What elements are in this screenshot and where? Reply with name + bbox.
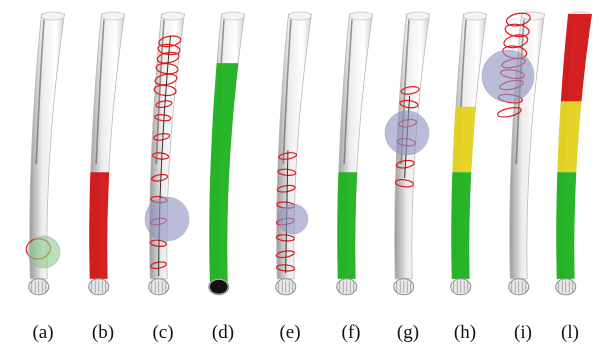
caption-g: (g) (388, 322, 428, 344)
region-yellow (452, 107, 476, 173)
caption-h: (h) (445, 322, 485, 344)
probe-sphere (482, 50, 534, 102)
panel-l (556, 12, 592, 295)
caption-b: (b) (83, 322, 123, 344)
caption-d: (d) (203, 322, 243, 344)
panel-b (89, 12, 125, 295)
region-green (451, 172, 471, 278)
bone-top (350, 12, 373, 20)
probe-sphere (28, 236, 60, 268)
region-green (337, 172, 357, 278)
caption-l: (l) (550, 322, 590, 344)
panel-c (145, 12, 189, 295)
panel-a (25, 12, 64, 295)
panel-f (337, 12, 373, 295)
region-red (89, 172, 109, 278)
bone-top (407, 12, 430, 20)
panel-g (385, 12, 430, 295)
caption-f: (f) (331, 322, 371, 344)
caption-c: (c) (143, 322, 183, 344)
bone-top (42, 12, 65, 20)
probe-sphere (145, 197, 189, 241)
bone-top (289, 12, 312, 20)
probe-sphere (385, 111, 429, 155)
region-red (561, 14, 592, 101)
probe-sphere (278, 204, 308, 234)
panel-d (209, 12, 245, 295)
bone-top (162, 12, 185, 20)
panel-h (451, 12, 487, 295)
bone-top (464, 12, 487, 20)
bone-top (222, 12, 245, 20)
caption-i: (i) (503, 322, 543, 344)
region-green (556, 172, 576, 278)
region-yellow (557, 101, 581, 172)
caption-a: (a) (23, 322, 63, 344)
caption-e: (e) (270, 322, 310, 344)
region-green (209, 63, 238, 281)
bone-end-dark (210, 280, 228, 294)
panel-i (482, 11, 545, 295)
bone-top (102, 12, 125, 20)
panel-e (276, 12, 312, 295)
